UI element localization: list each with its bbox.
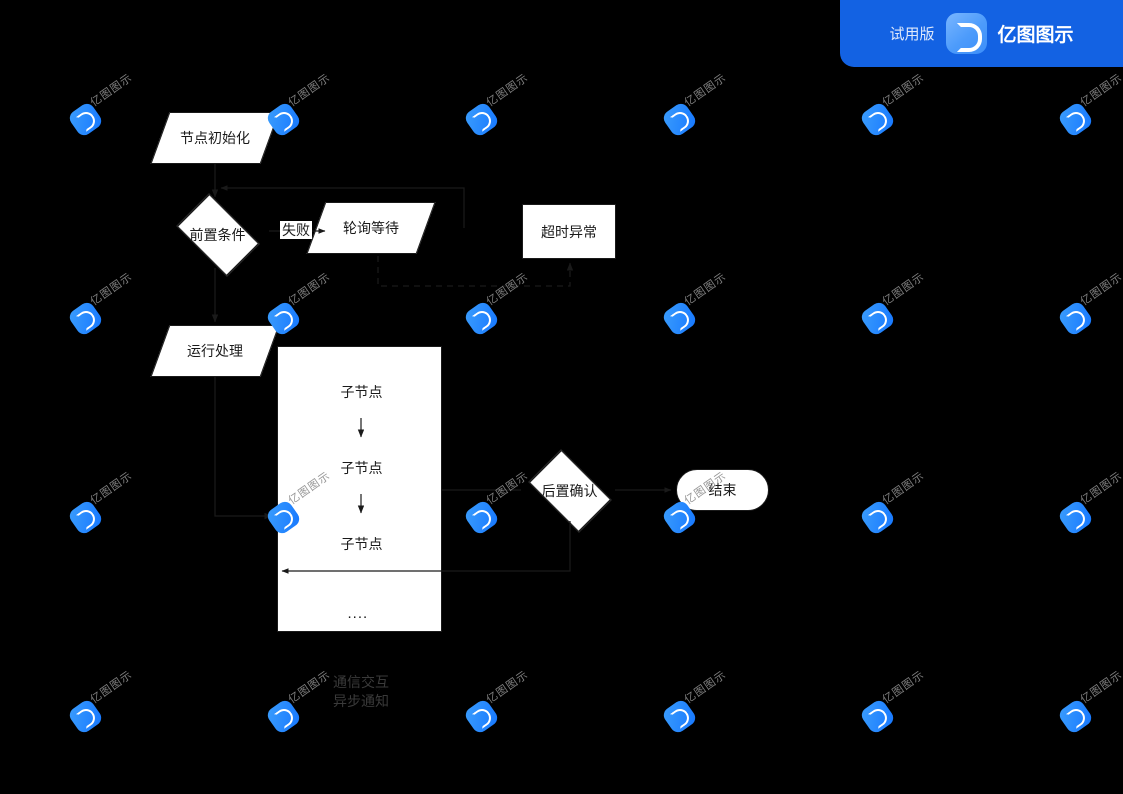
node-run-processing[interactable]: 运行处理 <box>150 325 280 377</box>
product-name-label: 亿图图示 <box>997 25 1074 46</box>
node-post-confirm-label: 后置确认 <box>541 482 598 499</box>
node-precondition[interactable]: 前置条件 <box>166 193 269 277</box>
node-child-2[interactable]: 子节点 <box>293 442 430 494</box>
node-init-label: 节点初始化 <box>180 130 250 146</box>
ellipsis-text: .... <box>347 605 369 622</box>
node-run-processing-label: 运行处理 <box>187 343 243 359</box>
node-polling-wait-label: 轮询等待 <box>343 220 399 236</box>
subnode-group-container[interactable] <box>277 346 442 632</box>
note-communication-interaction: 通信交互 <box>333 674 389 690</box>
note-async-notification: 异步通知 <box>333 693 389 709</box>
node-end[interactable]: 结束 <box>676 469 769 511</box>
node-precondition-label: 前置条件 <box>189 227 246 243</box>
trial-label: 试用版 <box>889 26 935 43</box>
edraw-logo-icon <box>945 13 987 54</box>
node-init[interactable]: 节点初始化 <box>150 112 280 164</box>
node-child-3-label: 子节点 <box>340 536 383 552</box>
node-child-2-label: 子节点 <box>340 460 383 476</box>
edge-label-failure: 失败 <box>280 221 312 239</box>
node-child-1-label: 子节点 <box>340 384 383 400</box>
node-polling-wait[interactable]: 轮询等待 <box>306 202 436 254</box>
node-timeout-exception[interactable]: 超时异常 <box>522 204 616 259</box>
edraw-trial-banner[interactable]: 试用版 亿图图示 <box>840 0 1123 67</box>
node-post-confirm[interactable]: 后置确认 <box>524 449 615 532</box>
node-child-1[interactable]: 子节点 <box>293 366 430 418</box>
